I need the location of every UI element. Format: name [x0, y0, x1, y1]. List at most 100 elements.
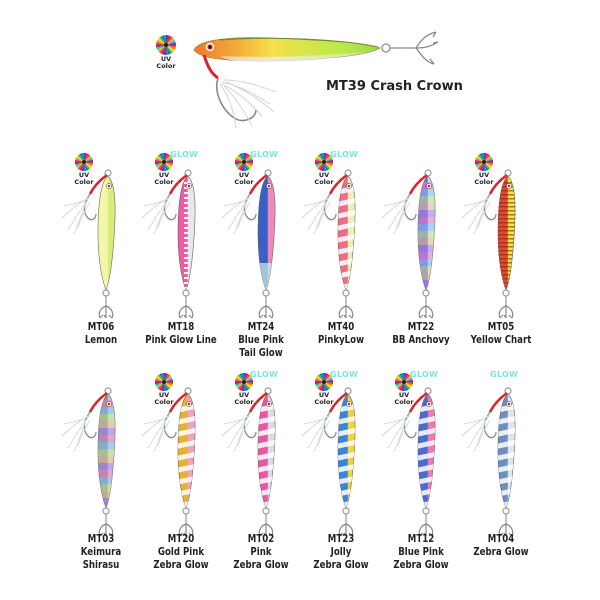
lure-image	[381, 387, 436, 537]
lure-code: MT04	[487, 533, 515, 545]
lure-name: Zebra Glow	[233, 559, 289, 571]
uv-label-color: Color	[394, 398, 414, 406]
hero-name: Crash Crown	[370, 79, 463, 94]
uv-color-wheel-icon	[314, 152, 334, 172]
lure-name: Tail Glow	[239, 347, 283, 359]
uv-label-color: Color	[234, 178, 254, 186]
uv-color-wheel-icon	[156, 35, 176, 55]
lure-name: Keimura	[80, 546, 122, 558]
lure-code: MT23	[327, 533, 355, 545]
lure-image	[221, 387, 276, 537]
lure-image	[61, 169, 116, 319]
uv-label-uv: UV	[398, 391, 410, 399]
lure-name: Zebra Glow	[153, 559, 209, 571]
lure-code: MT06	[87, 321, 115, 333]
hero-title: MT39 Crash Crown	[326, 79, 463, 94]
uv-label-color: Color	[74, 178, 94, 186]
uv-label-uv: UV	[238, 171, 250, 179]
lure-code: MT02	[247, 533, 275, 545]
lure-name: PinkyLow	[317, 334, 365, 346]
lure-name: BB Anchovy	[392, 334, 450, 346]
lure-code: MT22	[407, 321, 435, 333]
lure-image	[61, 387, 116, 537]
uv-label-color: Color	[474, 178, 494, 186]
glow-label: GLOW	[330, 370, 359, 379]
lure-name: Lemon	[84, 334, 118, 346]
lure-name: Shirasu	[82, 559, 120, 571]
lure-image	[461, 387, 516, 537]
uv-color-wheel-icon	[74, 152, 94, 172]
glow-label: GLOW	[330, 150, 359, 159]
lure-image	[301, 169, 356, 319]
uv-color-wheel-icon	[234, 152, 254, 172]
lure-name: Zebra Glow	[473, 546, 529, 558]
lure-name: Blue Pink	[398, 546, 444, 558]
uv-color-wheel-icon	[394, 372, 414, 392]
lure-image	[141, 387, 196, 537]
lure-code: MT05	[487, 321, 515, 333]
lure-name: Zebra Glow	[313, 559, 369, 571]
uv-label-uv: UV	[158, 171, 170, 179]
lure-name: Pink Glow Line	[145, 334, 217, 346]
uv-label-uv: UV	[158, 391, 170, 399]
lure-name: Zebra Glow	[393, 559, 449, 571]
lure-image	[221, 169, 276, 319]
uv-color-wheel-icon	[154, 152, 174, 172]
lure-code: MT20	[167, 533, 195, 545]
hero-uv-badge: UV Color	[152, 34, 180, 70]
glow-label: GLOW	[170, 150, 199, 159]
lure-name: Pink	[250, 546, 272, 558]
lure-name: Gold Pink	[157, 546, 205, 558]
uv-label-color: Color	[154, 398, 174, 406]
uv-label-color: Color	[314, 178, 334, 186]
uv-color-wheel-icon	[474, 152, 494, 172]
lure-image	[461, 169, 516, 319]
uv-label-color: Color	[156, 62, 176, 70]
lure-code: MT03	[87, 533, 115, 545]
hero-lure-image	[193, 31, 439, 129]
lure-code: MT24	[247, 321, 275, 333]
lure-image	[381, 169, 436, 319]
uv-label-color: Color	[154, 178, 174, 186]
uv-label-color: Color	[234, 398, 254, 406]
lure-code: MT12	[407, 533, 435, 545]
lure-code: MT40	[327, 321, 355, 333]
uv-label-uv: UV	[318, 171, 330, 179]
uv-label-uv: UV	[78, 171, 90, 179]
uv-label-color: Color	[314, 398, 334, 406]
lure-name: Blue Pink	[238, 334, 284, 346]
glow-label: GLOW	[250, 370, 279, 379]
glow-label: GLOW	[250, 150, 279, 159]
uv-color-wheel-icon	[314, 372, 334, 392]
uv-label-uv: UV	[318, 391, 330, 399]
uv-label-uv: UV	[478, 171, 490, 179]
lure-image	[301, 387, 356, 537]
lure-name: Jolly	[330, 546, 352, 558]
lure-name: Yellow Chart	[470, 334, 532, 346]
glow-label: GLOW	[410, 370, 439, 379]
lure-code: MT18	[167, 321, 195, 333]
glow-label: GLOW	[490, 370, 519, 379]
uv-label-uv: UV	[238, 391, 250, 399]
hero-code: MT39	[326, 79, 366, 94]
lure-image	[141, 169, 196, 319]
